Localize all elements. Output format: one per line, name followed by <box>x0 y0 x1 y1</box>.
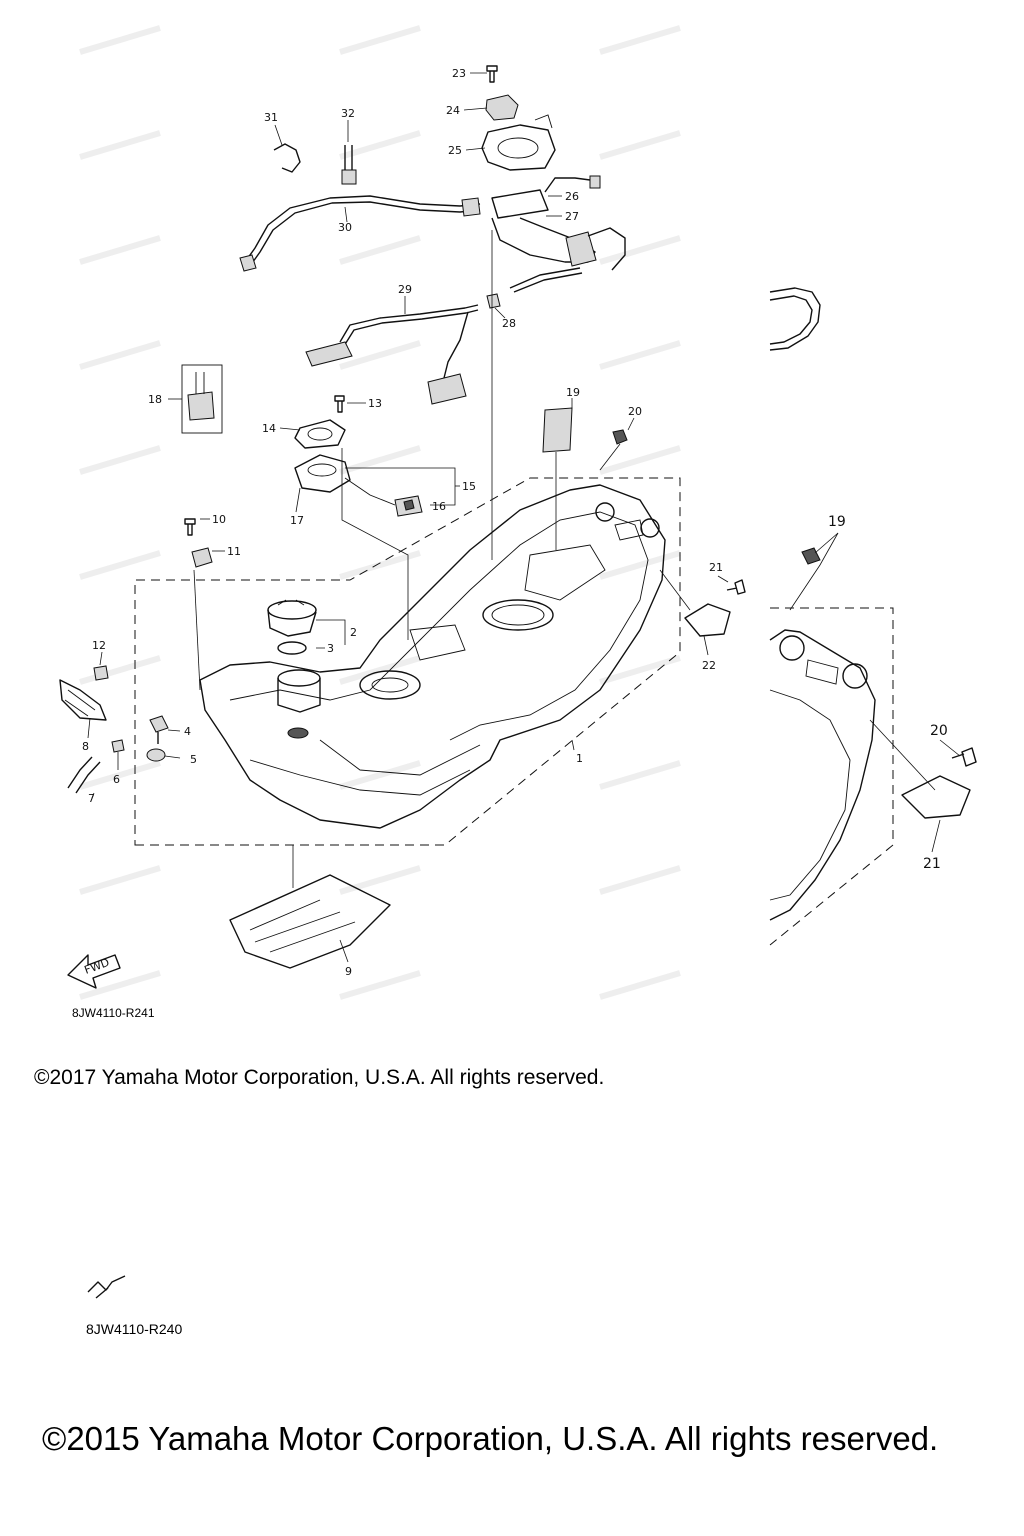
callout-31: 31 <box>264 111 278 124</box>
bolt-21 <box>726 579 746 595</box>
bottom-fwd-arrow-icon <box>87 1275 126 1299</box>
inset-callout-19: 19 <box>828 514 846 530</box>
callout-30: 30 <box>338 221 352 234</box>
inset-detail <box>769 547 977 946</box>
copyright-bottom: ©2015 Yamaha Motor Corporation, U.S.A. A… <box>42 1420 939 1457</box>
watermark-mark <box>599 130 681 160</box>
watermark-mark <box>79 865 161 895</box>
watermark-mark <box>79 25 161 55</box>
small-parts-left <box>59 518 213 794</box>
callout-25: 25 <box>448 144 462 157</box>
callout-5: 5 <box>190 753 197 766</box>
watermark-mark <box>79 970 161 1000</box>
callout-21: 21 <box>709 561 723 574</box>
callout-4: 4 <box>184 725 191 738</box>
callout-12: 12 <box>92 639 106 652</box>
fuel-sender-unit <box>294 395 423 517</box>
breather-hose <box>305 304 479 405</box>
callout-numbers: 1 2 3 4 5 6 7 8 9 10 11 12 13 14 15 16 1… <box>82 67 948 978</box>
leader-lines <box>87 72 961 963</box>
watermark-mark <box>339 340 421 370</box>
fuel-tank <box>199 484 666 829</box>
watermark-mark <box>599 970 681 1000</box>
nut-20 <box>612 429 628 445</box>
callout-26: 26 <box>565 190 579 203</box>
watermark-mark <box>339 865 421 895</box>
inset-callout-20: 20 <box>930 723 948 739</box>
watermark-mark <box>79 130 161 160</box>
watermark-mark <box>339 970 421 1000</box>
callout-22: 22 <box>702 659 716 672</box>
watermark-mark <box>599 760 681 790</box>
watermark-mark <box>339 655 421 685</box>
watermark-mark <box>599 550 681 580</box>
fwd-label: FWD <box>83 956 112 977</box>
callout-19: 19 <box>566 386 580 399</box>
callout-2: 2 <box>350 626 357 639</box>
callout-20: 20 <box>628 405 642 418</box>
copyright-top: ©2017 Yamaha Motor Corporation, U.S.A. A… <box>34 1066 605 1089</box>
bracket-22 <box>684 603 731 637</box>
relay-box <box>181 364 223 434</box>
callout-8: 8 <box>82 740 89 753</box>
watermark-mark <box>599 865 681 895</box>
watermark-mark <box>599 655 681 685</box>
callout-18: 18 <box>148 393 162 406</box>
callout-3: 3 <box>327 642 334 655</box>
warning-label <box>542 407 573 453</box>
watermark-pattern <box>79 25 681 1000</box>
watermark-mark <box>339 130 421 160</box>
watermark-mark <box>599 235 681 265</box>
callout-10: 10 <box>212 513 226 526</box>
callout-24: 24 <box>446 104 460 117</box>
watermark-mark <box>339 550 421 580</box>
diagram-code-bottom: 8JW4110-R240 <box>86 1321 183 1337</box>
assembly-dashed-outline <box>134 477 681 846</box>
watermark-mark <box>599 25 681 55</box>
diagram-code-top: 8JW4110-R241 <box>72 1006 155 1020</box>
partial-hose <box>769 287 821 351</box>
callout-14: 14 <box>262 422 276 435</box>
fuel-cap <box>267 599 317 655</box>
watermark-mark <box>79 760 161 790</box>
watermark-mark <box>79 445 161 475</box>
callout-32: 32 <box>341 107 355 120</box>
callout-6: 6 <box>113 773 120 786</box>
callout-29: 29 <box>398 283 412 296</box>
callout-15: 15 <box>462 480 476 493</box>
callout-1: 1 <box>576 752 583 765</box>
watermark-mark <box>79 550 161 580</box>
hose-clamp <box>341 145 357 185</box>
callout-11: 11 <box>227 545 241 558</box>
callout-9: 9 <box>345 965 352 978</box>
watermark-mark <box>599 445 681 475</box>
fuel-pump-assembly <box>481 65 626 309</box>
hose-clip <box>273 143 301 173</box>
callout-23: 23 <box>452 67 466 80</box>
watermark-mark <box>339 235 421 265</box>
fuel-hose <box>239 195 481 272</box>
watermark-mark <box>339 760 421 790</box>
callout-16: 16 <box>432 500 446 513</box>
inset-callout-21: 21 <box>923 856 941 872</box>
callout-7: 7 <box>88 792 95 805</box>
watermark-mark <box>339 25 421 55</box>
watermark-mark <box>79 235 161 265</box>
tank-mat <box>229 874 391 969</box>
watermark-mark <box>79 655 161 685</box>
callout-13: 13 <box>368 397 382 410</box>
callout-28: 28 <box>502 317 516 330</box>
callout-27: 27 <box>565 210 579 223</box>
watermark-mark <box>599 340 681 370</box>
callout-17: 17 <box>290 514 304 527</box>
fwd-arrow-icon: FWD <box>67 954 121 989</box>
watermark-mark <box>79 340 161 370</box>
